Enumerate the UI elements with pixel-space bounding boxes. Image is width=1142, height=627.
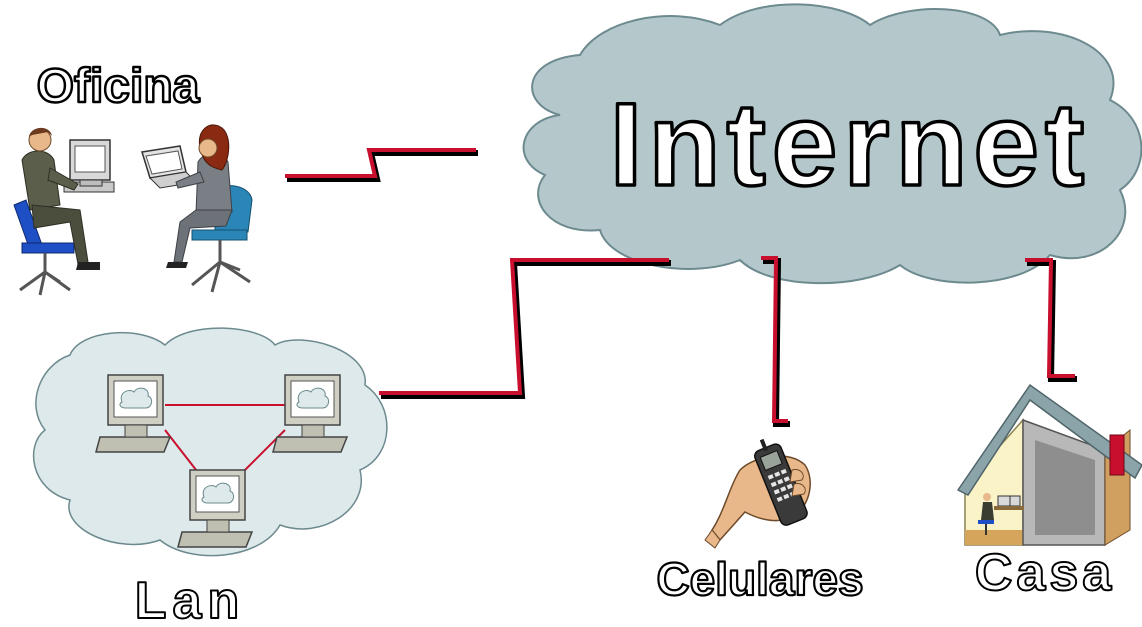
internet-cloud: Internet	[522, 3, 1142, 285]
cell-phone-icon	[704, 438, 811, 549]
phone-link	[761, 256, 788, 423]
lan-label: Lan	[135, 572, 245, 627]
phones-label: Celulares	[656, 553, 863, 605]
lan-link-shadow	[381, 260, 671, 399]
lan-computer-1-icon	[95, 374, 172, 453]
home-group: Casa	[956, 383, 1142, 603]
lan-link	[379, 258, 669, 395]
office-man-icon	[13, 127, 115, 296]
office-group: Oficina	[13, 59, 253, 296]
house-icon	[956, 383, 1142, 546]
lan-computer-3-icon	[177, 469, 254, 548]
network-links	[285, 148, 1077, 427]
home-link-shadow	[1027, 260, 1077, 382]
internet-label: Internet	[610, 79, 1091, 211]
home-link	[1025, 258, 1075, 378]
home-label: Casa	[975, 544, 1115, 602]
internet-cloud-shape	[522, 3, 1142, 285]
lan-computer-2-icon	[272, 374, 349, 453]
office-link	[285, 148, 476, 178]
office-label: Oficina	[37, 60, 200, 113]
phone-link-shadow	[763, 258, 790, 427]
phone-group: Celulares	[655, 438, 865, 606]
lan-group: Lan	[32, 327, 388, 627]
office-woman-icon	[141, 124, 253, 293]
